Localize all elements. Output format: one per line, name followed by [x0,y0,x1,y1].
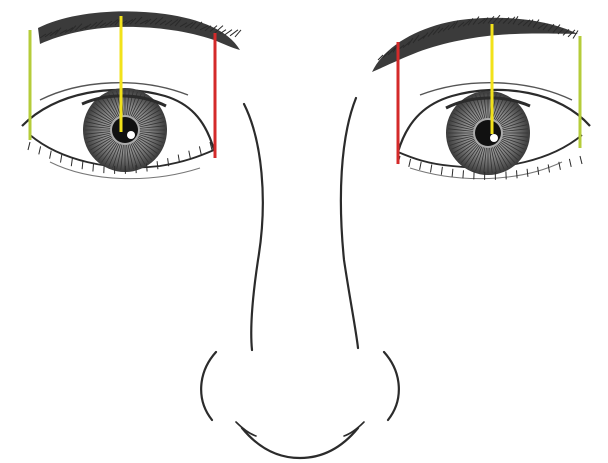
right-eye [398,83,590,180]
left-eye [22,83,214,179]
left-eyebrow [38,11,241,50]
nose [201,98,399,458]
right-pupil [475,120,501,146]
left-pupil [112,117,138,143]
right-eyebrow [372,15,578,72]
